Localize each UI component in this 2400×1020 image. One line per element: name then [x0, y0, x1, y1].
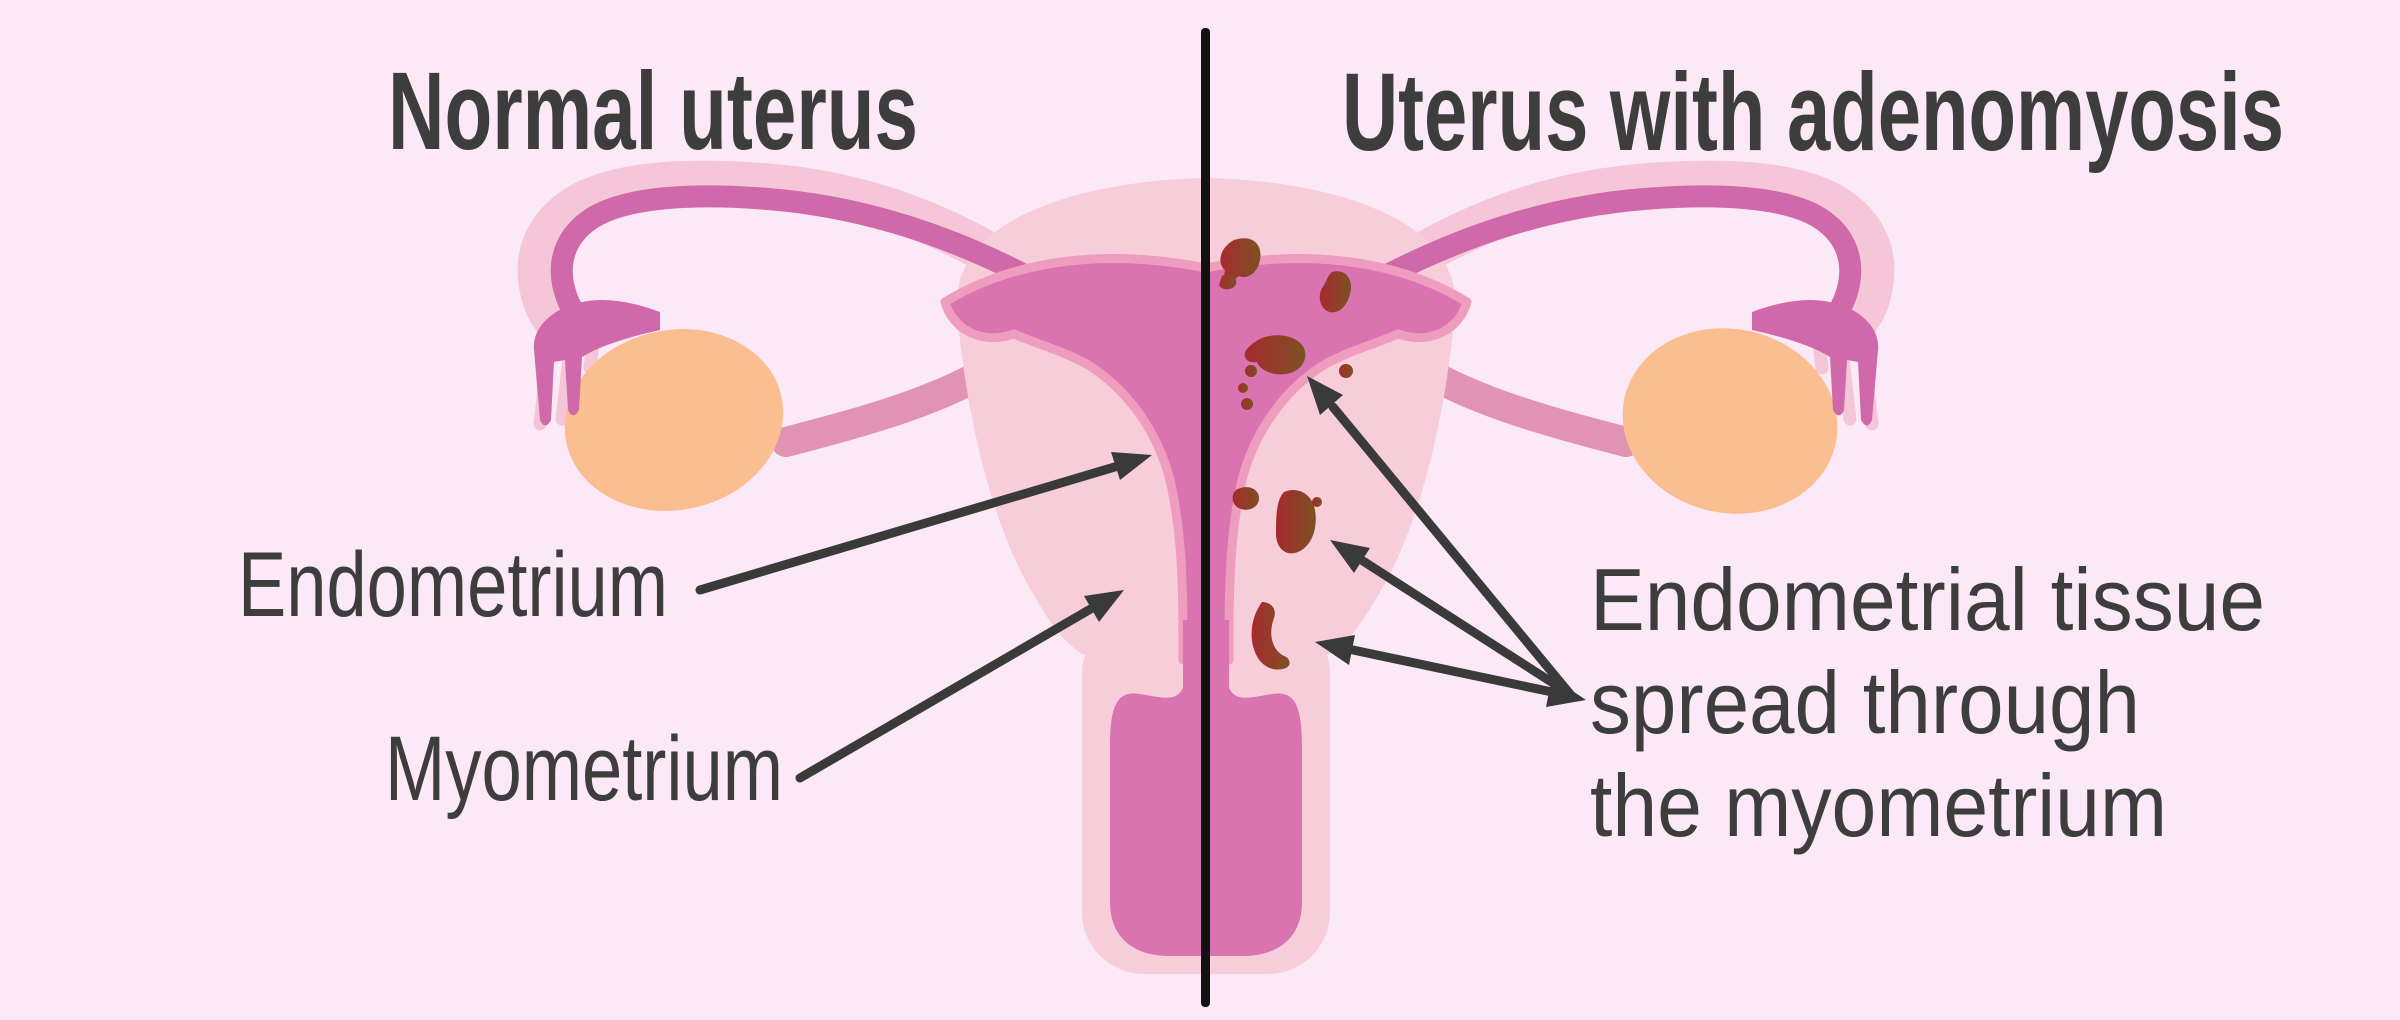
- lesion-arrowhead: [1330, 540, 1370, 573]
- right-fallopian-tube-outer: [1371, 160, 1895, 354]
- left-fallopian-tube-core: [550, 185, 1067, 334]
- lesion-dot: [1241, 398, 1253, 410]
- myometrium-arrowhead: [1084, 590, 1124, 622]
- lesion-blob: [1276, 490, 1316, 554]
- right-fallopian-tube-core: [1345, 185, 1862, 334]
- adenomyosis-lesions: [1219, 238, 1353, 670]
- lesion-blob: [1319, 271, 1352, 313]
- lesion-dot: [1339, 364, 1353, 378]
- lesion-dot: [1245, 365, 1257, 377]
- lesion-arrow-line: [1358, 556, 1575, 699]
- right-fimbriae: [1752, 300, 1879, 426]
- lesion-arrow-line: [1328, 402, 1575, 699]
- right-ovary: [1622, 328, 1838, 514]
- lesion-dot: [1238, 383, 1248, 393]
- divider-line: [1201, 28, 1210, 1007]
- right-panel-title: Uterus with adenomyosis: [1342, 51, 2284, 174]
- myometrium-arrow-line: [795, 602, 1099, 783]
- fallopian-tube-outer-layers: [517, 160, 1895, 354]
- lesion-blob: [1232, 487, 1260, 510]
- lesion-blob: [1244, 335, 1306, 375]
- left-panel-title: Normal uterus: [388, 50, 918, 173]
- left-ovary: [564, 329, 784, 511]
- arrow-heads: [1084, 376, 1586, 707]
- annotation-line-1: Endometrial tissue: [1590, 550, 2265, 649]
- lesion-blob: [1219, 274, 1237, 290]
- lesion-arrowhead: [1307, 376, 1343, 415]
- lesion-arrowhead: [1315, 635, 1355, 665]
- lesion-blob: [1251, 602, 1290, 670]
- endometrium-arrowhead: [1111, 452, 1152, 480]
- lesion-source-arrowhead: [1546, 677, 1586, 707]
- endometrium-label: Endometrium: [238, 534, 668, 636]
- diagram-text: Normal uterus Uterus with adenomyosis En…: [238, 50, 2284, 855]
- annotation-line-2: spread through: [1590, 653, 2140, 752]
- lesion-arrow-line: [1348, 645, 1557, 697]
- myometrium-label: Myometrium: [385, 718, 783, 820]
- fimbriae: [533, 300, 1879, 426]
- ovaries: [564, 328, 1838, 514]
- left-fimbriae: [533, 300, 660, 426]
- arrow-lines: [695, 402, 1575, 783]
- lesion-blob: [1220, 238, 1261, 281]
- lesion-dot: [1312, 497, 1322, 507]
- endometrium-arrow-line: [695, 461, 1123, 595]
- fallopian-tube-cores: [550, 185, 1862, 334]
- left-fallopian-tube-outer: [517, 160, 1041, 354]
- annotation-line-3: the myometrium: [1590, 756, 2167, 855]
